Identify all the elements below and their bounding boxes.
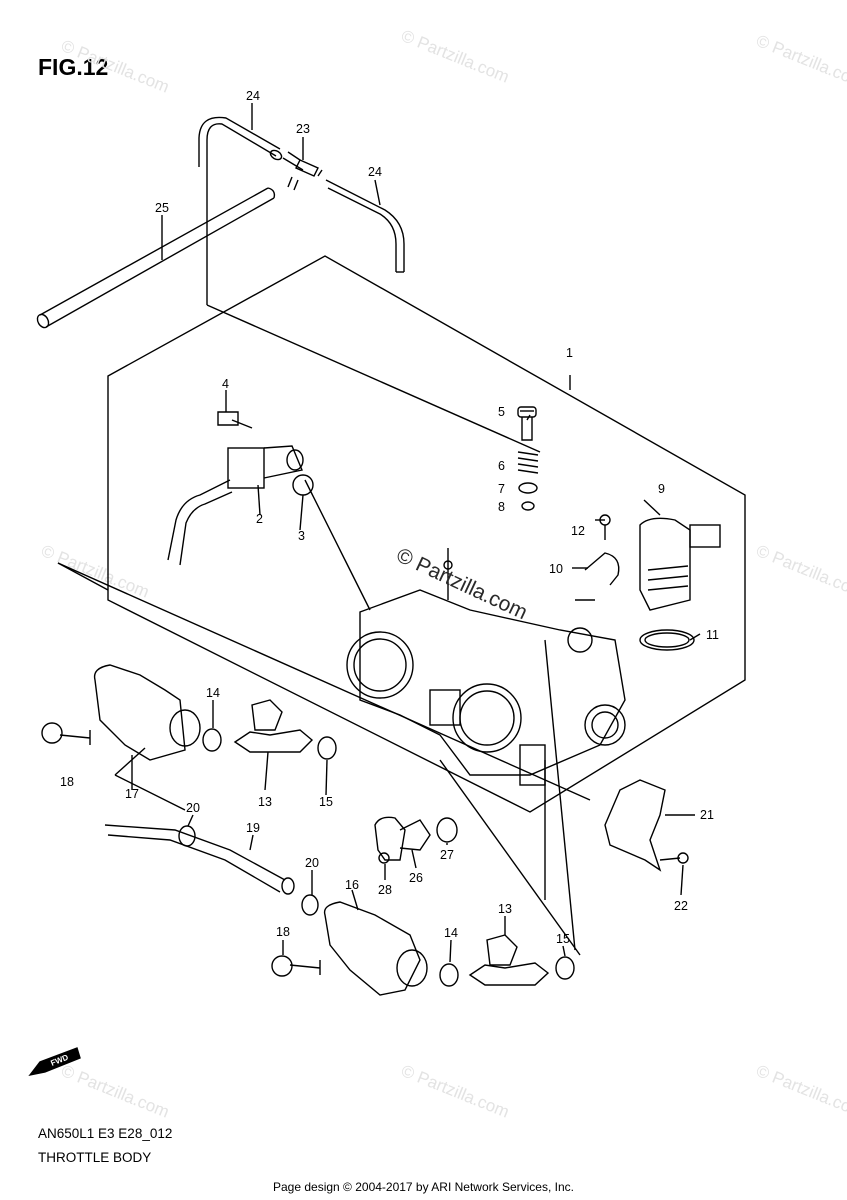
callout-7: 7 [498,482,505,496]
page-footer: Page design © 2004-2017 by ARI Network S… [272,1180,574,1194]
callouts: 24 23 24 25 1 4 5 6 7 8 9 12 10 2 3 11 1… [60,89,719,946]
callout-20: 20 [186,801,200,815]
callout-23: 23 [296,122,310,136]
callout-16: 16 [345,878,359,892]
callout-14: 14 [206,686,220,700]
callout-15: 15 [556,932,570,946]
watermark: © Partzilla.com [754,1061,847,1122]
figure-title: FIG.12 [38,54,109,80]
callout-13: 13 [498,902,512,916]
callout-21: 21 [700,808,714,822]
callout-5: 5 [498,405,505,419]
callout-14: 14 [444,926,458,940]
watermark: © Partzilla.com [39,541,152,602]
callout-12: 12 [571,524,585,538]
callout-9: 9 [658,482,665,496]
callout-3: 3 [298,529,305,543]
callout-25: 25 [155,201,169,215]
callout-27: 27 [440,848,454,862]
diagram-code: AN650L1 E3 E28_012 [38,1126,173,1141]
diagram-linework [28,103,746,1077]
callout-18: 18 [276,925,290,939]
callout-15: 15 [319,795,333,809]
diagram-caption: THROTTLE BODY [38,1150,152,1165]
callout-13: 13 [258,795,272,809]
callout-26: 26 [409,871,423,885]
callout-20: 20 [305,856,319,870]
callout-1: 1 [566,346,573,360]
callout-6: 6 [498,459,505,473]
callout-19: 19 [246,821,260,835]
callout-17: 17 [125,787,139,801]
callout-24: 24 [368,165,382,179]
callout-28: 28 [378,883,392,897]
callout-22: 22 [674,899,688,913]
watermark: © Partzilla.com [399,1061,512,1122]
watermark: © Partzilla.com [59,36,172,97]
watermark: © Partzilla.com [399,26,512,87]
watermark: © Partzilla.com [59,1061,172,1122]
callout-18: 18 [60,775,74,789]
callout-11: 11 [706,628,719,642]
watermark: © Partzilla.com [754,31,847,92]
callout-8: 8 [498,500,505,514]
callout-10: 10 [549,562,563,576]
callout-24: 24 [246,89,260,103]
callout-4: 4 [222,377,229,391]
callout-2: 2 [256,512,263,526]
center-watermark: © Partzilla.com [393,544,531,625]
watermark: © Partzilla.com [754,541,847,602]
